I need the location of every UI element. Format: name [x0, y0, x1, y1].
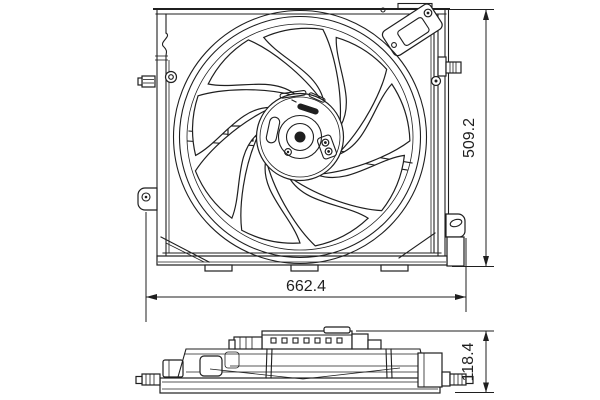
arrowhead-top — [483, 9, 489, 20]
bottom-feet — [204, 264, 409, 272]
arrowhead-bottom — [483, 382, 489, 393]
height-dimension-label: 509.2 — [461, 118, 478, 158]
dimension-height: 509.2 — [445, 9, 494, 267]
left-connector-stub — [137, 70, 178, 88]
side-right-pin — [417, 352, 474, 388]
dimension-depth: 118.4 — [356, 330, 494, 393]
arrowhead-top — [483, 331, 489, 341]
motor-hub — [255, 90, 345, 182]
side-motor-hump — [228, 326, 382, 350]
fan-shroud-ring — [172, 9, 428, 265]
side-left-pin — [135, 373, 161, 386]
bottom-right-mounting-tab — [445, 213, 466, 267]
arrowhead-left — [146, 294, 157, 300]
brand-logo-mark — [297, 103, 319, 115]
depth-dimension-label: 118.4 — [460, 342, 477, 381]
dimension-width: 662.4 — [145, 212, 467, 322]
front-view — [137, 2, 466, 272]
top-right-connector-bracket — [380, 3, 443, 57]
width-dimension-label: 662.4 — [286, 278, 326, 295]
arrowhead-right — [455, 294, 466, 300]
motor-connector — [316, 134, 338, 160]
arrowhead-bottom — [483, 256, 489, 267]
side-view — [135, 326, 474, 394]
left-mounting-tab — [137, 187, 158, 211]
fan-shroud-frame — [137, 2, 466, 272]
right-connector-pin — [430, 56, 462, 87]
